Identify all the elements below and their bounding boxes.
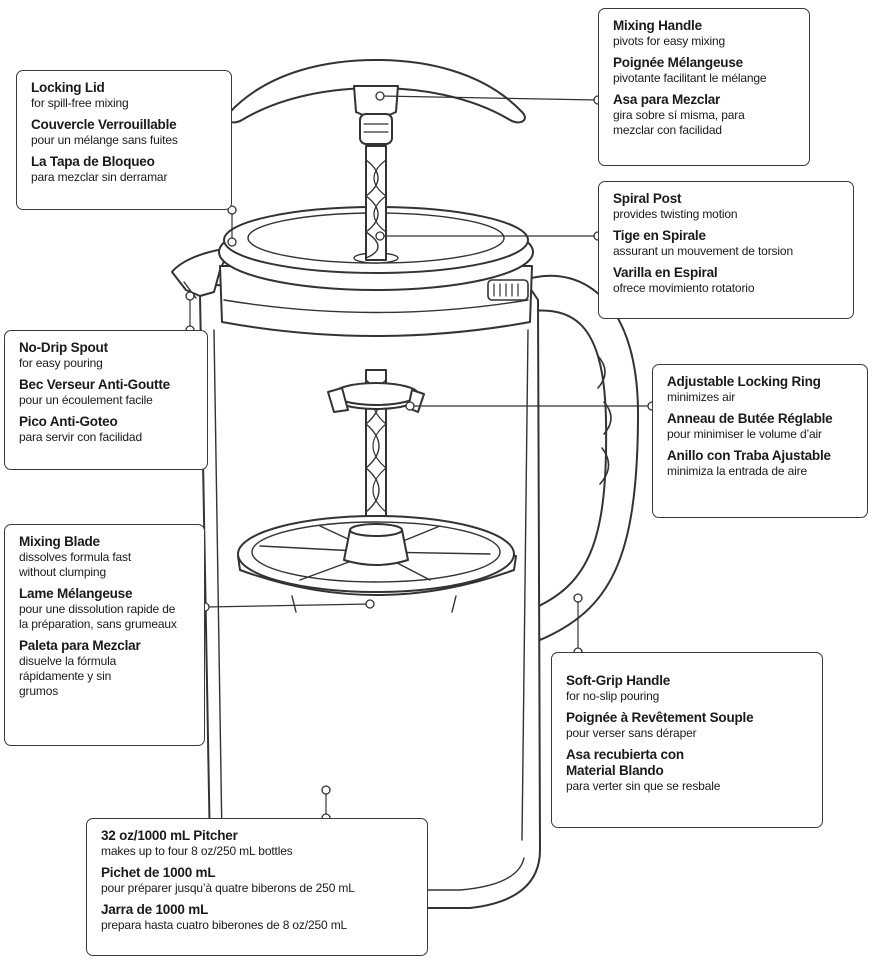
callout-title: Poignée à Revêtement Souple bbox=[566, 710, 754, 725]
callout-desc: pour un écoulement facile bbox=[19, 393, 153, 407]
callout-desc: dissolves formula fast without clumping bbox=[19, 550, 132, 579]
callout-title: Asa para Mezclar bbox=[613, 92, 721, 107]
callout-title: Mixing Handle bbox=[613, 18, 702, 33]
callout-spiral-post: Spiral Post provides twisting motion Tig… bbox=[598, 181, 854, 319]
callout-desc: pour minimiser le volume d’air bbox=[667, 427, 822, 441]
callout-desc: makes up to four 8 oz/250 mL bottles bbox=[101, 844, 293, 858]
mixing-blade-shape bbox=[237, 515, 517, 613]
callout-desc: para mezclar sin derramar bbox=[31, 170, 168, 184]
callout-desc: for spill-free mixing bbox=[31, 96, 129, 110]
callout-desc: pour une dissolution rapide de la prépar… bbox=[19, 602, 177, 631]
callout-desc: pivots for easy mixing bbox=[613, 34, 726, 48]
callout-title: La Tapa de Bloqueo bbox=[31, 154, 155, 169]
callout-desc: ofrece movimiento rotatorio bbox=[613, 281, 755, 295]
callout-desc: para verter sin que se resbale bbox=[566, 779, 721, 793]
callout-desc: pivotante facilitant le mélange bbox=[613, 71, 767, 85]
callout-title: No-Drip Spout bbox=[19, 340, 108, 355]
callout-pitcher: 32 oz/1000 mL Pitcher makes up to four 8… bbox=[86, 818, 428, 956]
callout-locking-lid: Locking Lid for spill-free mixing Couver… bbox=[16, 70, 232, 210]
callout-title: Locking Lid bbox=[31, 80, 105, 95]
callout-title: Jarra de 1000 mL bbox=[101, 902, 209, 917]
callout-title: Anillo con Traba Ajustable bbox=[667, 448, 831, 463]
callout-title: Couvercle Verrouillable bbox=[31, 117, 177, 132]
callout-title: 32 oz/1000 mL Pitcher bbox=[101, 828, 238, 843]
callout-desc: prepara hasta cuatro biberones de 8 oz/2… bbox=[101, 918, 348, 932]
callout-title: Paleta para Mezclar bbox=[19, 638, 141, 653]
callout-mixing-handle: Mixing Handle pivots for easy mixing Poi… bbox=[598, 8, 810, 166]
callout-desc: pour préparer jusqu’à quatre biberons de… bbox=[101, 881, 355, 895]
callout-title: Mixing Blade bbox=[19, 534, 100, 549]
callout-desc: for no-slip pouring bbox=[566, 689, 660, 703]
callout-title: Lame Mélangeuse bbox=[19, 586, 133, 601]
callout-desc: pour un mélange sans fuites bbox=[31, 133, 178, 147]
callout-title: Pichet de 1000 mL bbox=[101, 865, 216, 880]
callout-desc: minimiza la entrada de aire bbox=[667, 464, 808, 478]
callout-desc: provides twisting motion bbox=[613, 207, 738, 221]
callout-desc: minimizes air bbox=[667, 390, 736, 404]
callout-title: Varilla en Espiral bbox=[613, 265, 718, 280]
callout-title: Tige en Spirale bbox=[613, 228, 706, 243]
callout-title: Spiral Post bbox=[613, 191, 682, 206]
callout-title: Pico Anti-Goteo bbox=[19, 414, 118, 429]
callout-title: Poignée Mélangeuse bbox=[613, 55, 743, 70]
callout-desc: gira sobre sí misma, para mezclar con fa… bbox=[613, 108, 745, 137]
leader-lines bbox=[189, 95, 652, 818]
callout-desc: pour verser sans déraper bbox=[566, 726, 697, 740]
mixing-handle-shape bbox=[226, 59, 526, 145]
callout-soft-grip-handle: Soft-Grip Handle for no-slip pouring Poi… bbox=[551, 652, 823, 828]
callout-adjustable-locking-ring: Adjustable Locking Ring minimizes air An… bbox=[652, 364, 868, 518]
callout-desc: for easy pouring bbox=[19, 356, 103, 370]
callout-title: Adjustable Locking Ring bbox=[667, 374, 821, 389]
locking-ring-shape bbox=[327, 382, 425, 413]
callout-title: Asa recubierta con Material Blando bbox=[566, 747, 684, 778]
callout-desc: para servir con facilidad bbox=[19, 430, 142, 444]
callout-title: Bec Verseur Anti-Goutte bbox=[19, 377, 170, 392]
callout-desc: disuelve la fórmula rápidamente y sin gr… bbox=[19, 654, 117, 698]
callout-no-drip-spout: No-Drip Spout for easy pouring Bec Verse… bbox=[4, 330, 208, 470]
callout-title: Anneau de Butée Réglable bbox=[667, 411, 833, 426]
callout-desc: assurant un mouvement de torsion bbox=[613, 244, 793, 258]
callout-title: Soft-Grip Handle bbox=[566, 673, 671, 688]
callout-mixing-blade: Mixing Blade dissolves formula fast with… bbox=[4, 524, 205, 746]
